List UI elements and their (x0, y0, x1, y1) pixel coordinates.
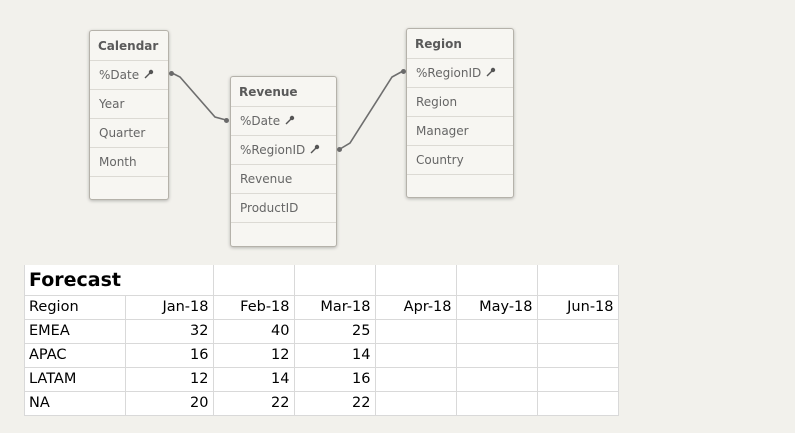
revenue-table[interactable]: Revenue %Date %RegionID Revenue ProductI… (230, 76, 337, 247)
value-cell[interactable]: 14 (213, 367, 295, 392)
sheet-title[interactable]: Forecast (24, 265, 125, 296)
region-cell[interactable]: APAC (24, 343, 126, 368)
value-cell[interactable]: 40 (213, 319, 295, 344)
value-cell[interactable]: 12 (213, 343, 295, 368)
value-cell[interactable]: 16 (294, 367, 376, 392)
calendar-field-quarter[interactable]: Quarter (90, 119, 168, 148)
value-cell[interactable] (456, 391, 538, 416)
calendar-table-title: Calendar (90, 31, 168, 61)
value-cell[interactable]: 16 (125, 343, 214, 368)
column-header[interactable]: Mar-18 (294, 295, 376, 320)
value-cell[interactable]: 22 (294, 391, 376, 416)
revenue-field-revenue[interactable]: Revenue (231, 165, 336, 194)
sheet-cell[interactable] (294, 265, 376, 296)
value-cell[interactable] (456, 367, 538, 392)
value-cell[interactable]: 14 (294, 343, 376, 368)
value-cell[interactable] (456, 343, 538, 368)
table-row: LATAM 12 14 16 (24, 367, 619, 392)
table-row: EMEA 32 40 25 (24, 319, 619, 344)
key-icon (486, 59, 496, 88)
region-field-manager[interactable]: Manager (407, 117, 513, 146)
column-header[interactable]: May-18 (456, 295, 538, 320)
sheet-cell[interactable] (213, 265, 295, 296)
calendar-field-date[interactable]: %Date (90, 61, 168, 90)
region-cell[interactable]: NA (24, 391, 126, 416)
value-cell[interactable]: 25 (294, 319, 376, 344)
sheet-cell[interactable] (456, 265, 538, 296)
sheet-title-row: Forecast (24, 265, 619, 296)
forecast-sheet: Forecast Region Jan-18 Feb-18 Mar-18 Apr… (24, 265, 619, 416)
calendar-table[interactable]: Calendar %Date Year Quarter Month (89, 30, 169, 200)
revenue-field-date[interactable]: %Date (231, 107, 336, 136)
value-cell[interactable] (375, 319, 457, 344)
key-icon (285, 107, 295, 136)
value-cell[interactable] (375, 391, 457, 416)
region-cell[interactable]: LATAM (24, 367, 126, 392)
table-row: NA 20 22 22 (24, 391, 619, 416)
column-header[interactable]: Apr-18 (375, 295, 457, 320)
region-table-title: Region (407, 29, 513, 59)
sheet-cell[interactable] (537, 265, 619, 296)
link-endpoint (169, 71, 174, 76)
value-cell[interactable] (537, 391, 619, 416)
revenue-field-regionid[interactable]: %RegionID (231, 136, 336, 165)
key-icon (144, 61, 154, 90)
table-row: APAC 16 12 14 (24, 343, 619, 368)
value-cell[interactable] (375, 343, 457, 368)
link-calendar-revenue (171, 72, 227, 121)
key-icon (310, 136, 320, 165)
region-table[interactable]: Region %RegionID Region Manager Country (406, 28, 514, 198)
link-revenue-region (339, 70, 404, 150)
value-cell[interactable] (537, 319, 619, 344)
sheet-cell[interactable] (125, 265, 214, 296)
column-header[interactable]: Jun-18 (537, 295, 619, 320)
link-endpoint (401, 69, 406, 74)
value-cell[interactable] (456, 319, 538, 344)
link-endpoint (224, 118, 229, 123)
revenue-field-productid[interactable]: ProductID (231, 194, 336, 223)
value-cell[interactable] (537, 343, 619, 368)
revenue-table-title: Revenue (231, 77, 336, 107)
region-field-regionid[interactable]: %RegionID (407, 59, 513, 88)
calendar-field-year[interactable]: Year (90, 90, 168, 119)
value-cell[interactable]: 32 (125, 319, 214, 344)
value-cell[interactable] (375, 367, 457, 392)
value-cell[interactable]: 22 (213, 391, 295, 416)
column-header-region[interactable]: Region (24, 295, 126, 320)
value-cell[interactable]: 20 (125, 391, 214, 416)
value-cell[interactable]: 12 (125, 367, 214, 392)
value-cell[interactable] (537, 367, 619, 392)
sheet-cell[interactable] (375, 265, 457, 296)
column-header[interactable]: Jan-18 (125, 295, 214, 320)
link-endpoint (337, 147, 342, 152)
region-cell[interactable]: EMEA (24, 319, 126, 344)
region-field-country[interactable]: Country (407, 146, 513, 175)
region-field-region[interactable]: Region (407, 88, 513, 117)
sheet-header-row: Region Jan-18 Feb-18 Mar-18 Apr-18 May-1… (24, 295, 619, 320)
column-header[interactable]: Feb-18 (213, 295, 295, 320)
calendar-field-month[interactable]: Month (90, 148, 168, 177)
